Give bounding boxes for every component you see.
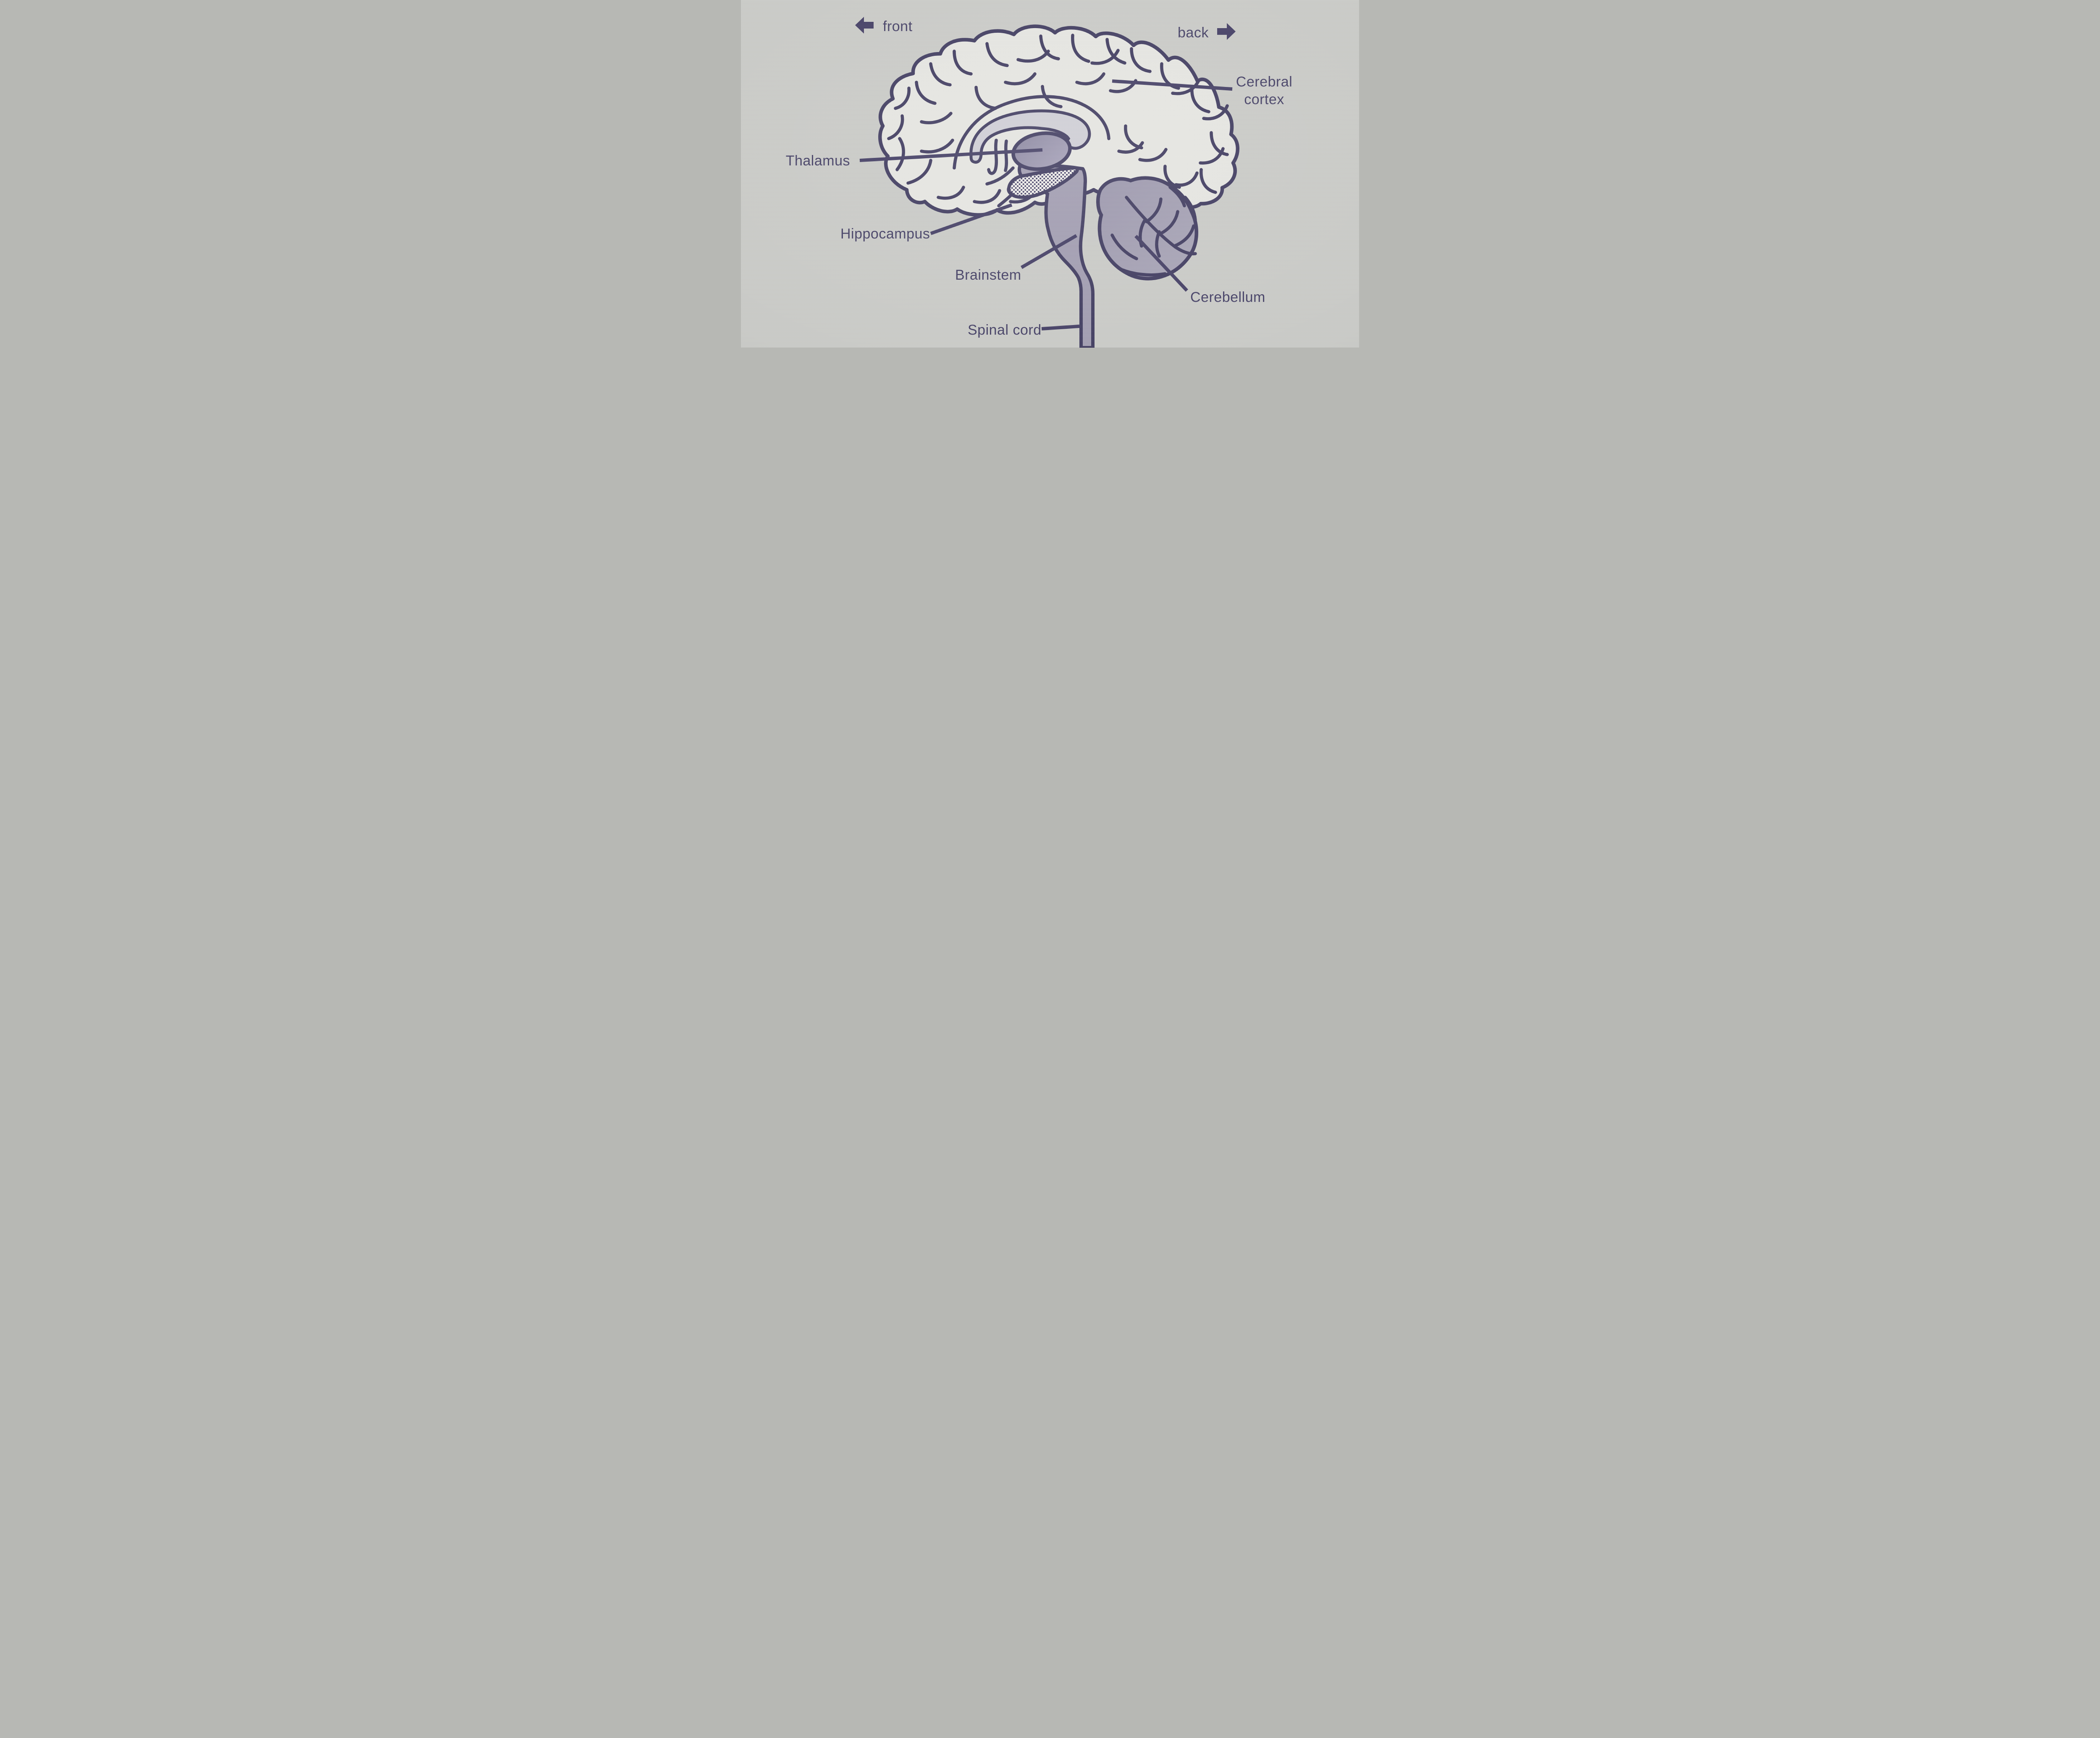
- gyrus-line: [1117, 141, 1144, 154]
- gyrus-line: [974, 86, 997, 110]
- hypothalamus-line: [985, 166, 1015, 186]
- cingulate-sulcus-line: [953, 95, 1110, 170]
- hippocampus-label: Hippocampus: [840, 226, 930, 242]
- fornix-line: [1004, 139, 1008, 172]
- spinal-cord-shape: [1081, 291, 1093, 348]
- gyrus-line: [1105, 38, 1126, 65]
- gyrus-line: [920, 112, 953, 124]
- gyrus-line: [887, 114, 904, 140]
- cerebral-cortex-leader-line: [1112, 79, 1233, 91]
- label-brainstem: Brainstem: [955, 234, 1078, 283]
- foliation-line: [1168, 186, 1186, 207]
- label-front: front: [855, 17, 913, 34]
- diagram-canvas: front back Cerebral cortex Thalamus Hipp…: [786, 17, 1292, 348]
- gyrus-line: [1041, 85, 1063, 108]
- thalamus-label: Thalamus: [786, 153, 850, 169]
- brainstem-leader-line: [1020, 234, 1078, 269]
- foliation-line: [1118, 267, 1167, 277]
- front-arrow-icon: [855, 17, 874, 34]
- gyri-lines: [887, 34, 1229, 204]
- gyrus-line: [1202, 104, 1229, 121]
- gyrus-line: [937, 186, 965, 200]
- hippocampus-tail-line: [997, 193, 1013, 207]
- label-cerebellum: Cerebellum: [1134, 235, 1265, 305]
- brain-diagram: front back Cerebral cortex Thalamus Hipp…: [741, 0, 1359, 348]
- gyrus-line: [1039, 34, 1060, 60]
- gyrus-line: [894, 87, 911, 110]
- gyrus-line: [1163, 165, 1181, 189]
- gyrus-line: [1090, 49, 1120, 65]
- back-arrow-icon: [1217, 23, 1236, 40]
- label-thalamus: Thalamus: [786, 148, 1043, 169]
- foliation-line: [1145, 197, 1163, 223]
- thalamus-leader-line: [859, 148, 1043, 162]
- gyrus-line: [1210, 131, 1229, 156]
- gyrus-line: [906, 159, 932, 185]
- gyrus-line: [1171, 79, 1200, 95]
- gyrus-line: [1071, 34, 1090, 63]
- brainstem-label: Brainstem: [955, 267, 1021, 283]
- front-label: front: [883, 18, 913, 34]
- gyrus-line: [1075, 72, 1105, 86]
- back-label: back: [1178, 25, 1209, 41]
- foliation-line: [1184, 196, 1197, 222]
- septum-fornix-lines: [985, 139, 1015, 186]
- cerebellum-group: [1096, 176, 1198, 280]
- gyrus-line: [1160, 62, 1180, 90]
- label-back: back: [1178, 23, 1236, 41]
- brainstem-shape: [1018, 164, 1095, 348]
- gyrus-line: [915, 81, 937, 105]
- spinal-cord-leader-line: [1041, 325, 1080, 330]
- gyrus-line: [1174, 171, 1199, 187]
- gyrus-line: [1004, 72, 1037, 86]
- foliation-line: [1110, 233, 1138, 260]
- foliation-line: [1155, 230, 1161, 258]
- cerebral-cortex-label-line1: Cerebral: [1236, 74, 1292, 90]
- gyrus-line: [973, 189, 1001, 204]
- cerebellum-shape: [1096, 176, 1198, 280]
- gyrus-line: [1190, 86, 1210, 113]
- hippocampus-group: [997, 166, 1079, 207]
- gyrus-line: [895, 137, 905, 171]
- label-cerebral-cortex: Cerebral cortex: [1112, 74, 1292, 107]
- cerebellum-leader-line: [1134, 235, 1188, 292]
- gyrus-line: [1199, 147, 1225, 165]
- spinal-cord-label: Spinal cord: [968, 322, 1042, 338]
- gyrus-line: [1200, 168, 1217, 194]
- gyrus-line: [1138, 148, 1168, 162]
- gyrus-line: [929, 62, 952, 87]
- gyrus-line: [1124, 124, 1143, 149]
- foliation-line: [1125, 196, 1197, 256]
- cerebral-cortex-label-line2: cortex: [1244, 92, 1284, 107]
- hippocampus-leader-line: [930, 203, 1013, 235]
- gyrus-line: [920, 139, 954, 154]
- label-spinal-cord: Spinal cord: [968, 322, 1080, 338]
- gyrus-line: [1130, 47, 1152, 73]
- label-hippocampus: Hippocampus: [840, 203, 1013, 242]
- gyrus-line: [985, 42, 1009, 67]
- foliation-line: [1173, 224, 1195, 248]
- cerebellum-label: Cerebellum: [1190, 289, 1265, 305]
- foliation-line: [1159, 210, 1179, 235]
- fornix-line: [987, 139, 998, 175]
- gyrus-line: [953, 50, 973, 76]
